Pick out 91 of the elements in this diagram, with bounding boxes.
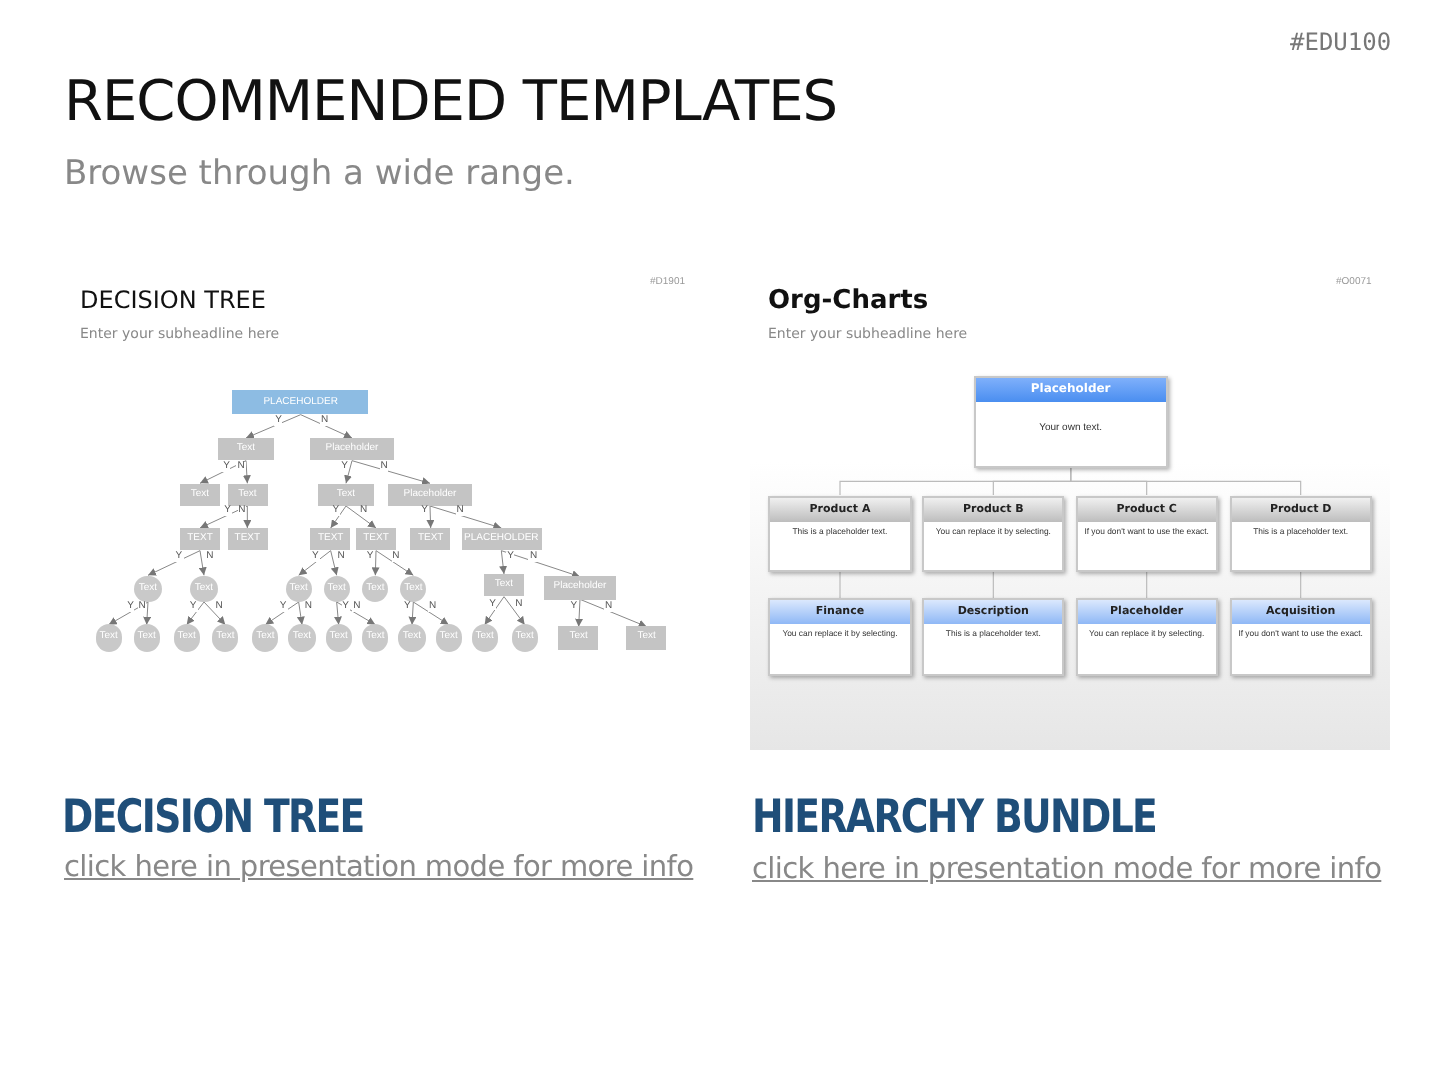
arrow — [296, 601, 305, 626]
decision-circle — [173, 624, 200, 652]
decision-box — [318, 483, 374, 506]
decision-box — [227, 528, 268, 551]
arrow — [575, 598, 584, 628]
decision-box — [310, 528, 351, 551]
arrow — [300, 414, 353, 439]
decision-box — [461, 528, 542, 551]
org-card — [768, 598, 912, 676]
arrow — [375, 550, 414, 576]
org-card — [973, 375, 1168, 468]
template-name: DECISION TREE — [62, 792, 364, 844]
arrow — [298, 550, 332, 576]
connector-line — [992, 571, 994, 599]
org-card — [1229, 495, 1373, 572]
decision-circle — [323, 575, 350, 602]
arrow — [344, 460, 353, 484]
decision-box — [626, 626, 667, 650]
org-card — [1075, 598, 1219, 676]
decision-circle — [511, 624, 538, 652]
decision-box — [484, 574, 524, 597]
org-card — [921, 495, 1065, 572]
arrow — [429, 505, 502, 530]
arrow — [500, 550, 581, 578]
arrow — [330, 550, 339, 576]
connector-line — [1146, 571, 1148, 599]
arrow — [264, 601, 300, 626]
decision-box — [180, 528, 220, 551]
arrow — [351, 460, 431, 485]
arrow — [336, 601, 376, 626]
arrow — [371, 550, 380, 576]
arrow — [330, 505, 347, 529]
info-link: click here in presentation mode for more info — [64, 852, 694, 884]
connector-line — [1300, 571, 1302, 599]
thumbnail-heading: DECISION TREE — [80, 286, 266, 314]
decision-circle — [362, 624, 389, 652]
arrow — [245, 414, 302, 439]
decision-circle — [435, 624, 462, 652]
decision-box — [309, 438, 395, 461]
page-title: RECOMMENDED TEMPLATES — [64, 68, 838, 134]
org-card — [921, 598, 1065, 676]
arrow — [499, 550, 508, 575]
decision-circle — [133, 624, 160, 652]
template-name: HIERARCHY BUNDLE — [752, 792, 1157, 844]
org-card — [1075, 495, 1219, 572]
decision-box — [232, 390, 369, 415]
arrow — [147, 550, 201, 576]
connector-line — [839, 571, 841, 599]
decision-box — [387, 483, 473, 506]
decision-circle — [212, 624, 239, 652]
org-card — [768, 495, 912, 572]
decision-circle — [471, 624, 498, 652]
arrow — [484, 596, 505, 626]
decision-circle — [398, 624, 426, 652]
decision-circle — [362, 575, 389, 602]
arrow — [108, 601, 149, 626]
decision-box — [227, 483, 268, 506]
arrow — [243, 505, 252, 529]
decision-box — [410, 528, 451, 551]
page-subtitle: Browse through a wide range. — [64, 154, 575, 194]
decision-circle — [288, 624, 316, 652]
page-id: #EDU100 — [1290, 28, 1392, 56]
decision-circle — [285, 575, 312, 602]
decision-box — [356, 528, 396, 551]
decision-circle — [325, 624, 352, 652]
arrow — [203, 601, 226, 626]
decision-circle — [400, 575, 427, 602]
info-link: click here in presentation mode for more info — [752, 854, 1382, 886]
arrow — [199, 505, 248, 529]
decision-circle — [95, 624, 122, 652]
arrow — [345, 505, 377, 529]
arrow — [334, 601, 342, 626]
arrow — [408, 601, 417, 626]
decision-box — [217, 438, 275, 461]
arrow — [503, 596, 526, 626]
decision-box — [558, 626, 599, 650]
decision-circle — [134, 575, 162, 602]
org-card — [1229, 598, 1373, 676]
thumbnail-heading: Org-Charts — [768, 286, 929, 316]
arrow — [186, 601, 205, 626]
arrow — [198, 550, 207, 576]
arrow — [242, 460, 251, 484]
arrow — [143, 601, 152, 626]
arrow — [412, 601, 450, 626]
arrow — [579, 598, 648, 628]
arrow — [426, 505, 435, 529]
decision-box — [544, 576, 616, 600]
connector-line — [1070, 467, 1302, 496]
decision-circle — [190, 575, 218, 602]
decision-box — [180, 483, 220, 506]
decision-circle — [252, 624, 279, 652]
